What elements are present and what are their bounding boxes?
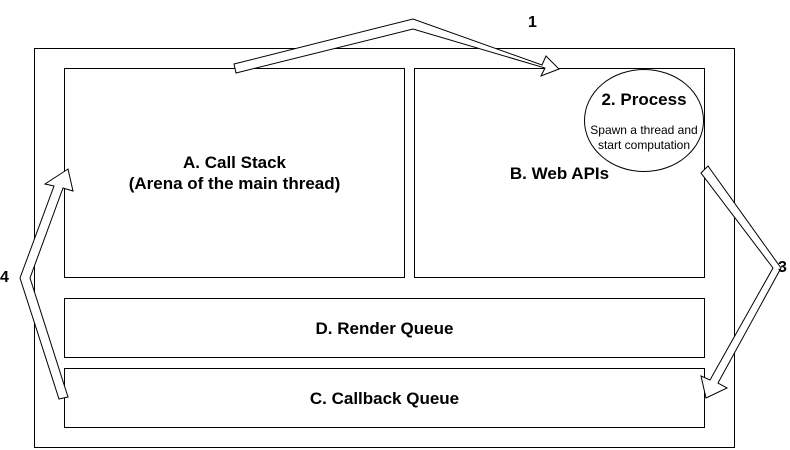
render-queue-label: D. Render Queue	[315, 318, 454, 338]
call-stack-box: A. Call Stack (Arena of the main thread)	[64, 68, 405, 278]
render-queue-box: D. Render Queue	[64, 298, 705, 358]
arrow-4	[19, 168, 74, 400]
web-apis-label: B. Web APIs	[509, 163, 610, 183]
step-label-4: 4	[0, 269, 9, 286]
arrow-3	[700, 165, 782, 399]
process-ellipse: 2. Process Spawn a thread and start comp…	[584, 69, 704, 172]
step-label-3: 3	[778, 259, 787, 276]
callback-queue-box: C. Callback Queue	[64, 368, 705, 428]
callback-queue-label: C. Callback Queue	[309, 388, 460, 408]
process-title: 2. Process	[601, 90, 687, 109]
call-stack-label: A. Call Stack (Arena of the main thread)	[128, 153, 341, 193]
process-description: Spawn a thread and start computation	[590, 123, 698, 152]
step-label-1: 1	[528, 14, 537, 31]
arrow-1	[233, 18, 560, 77]
